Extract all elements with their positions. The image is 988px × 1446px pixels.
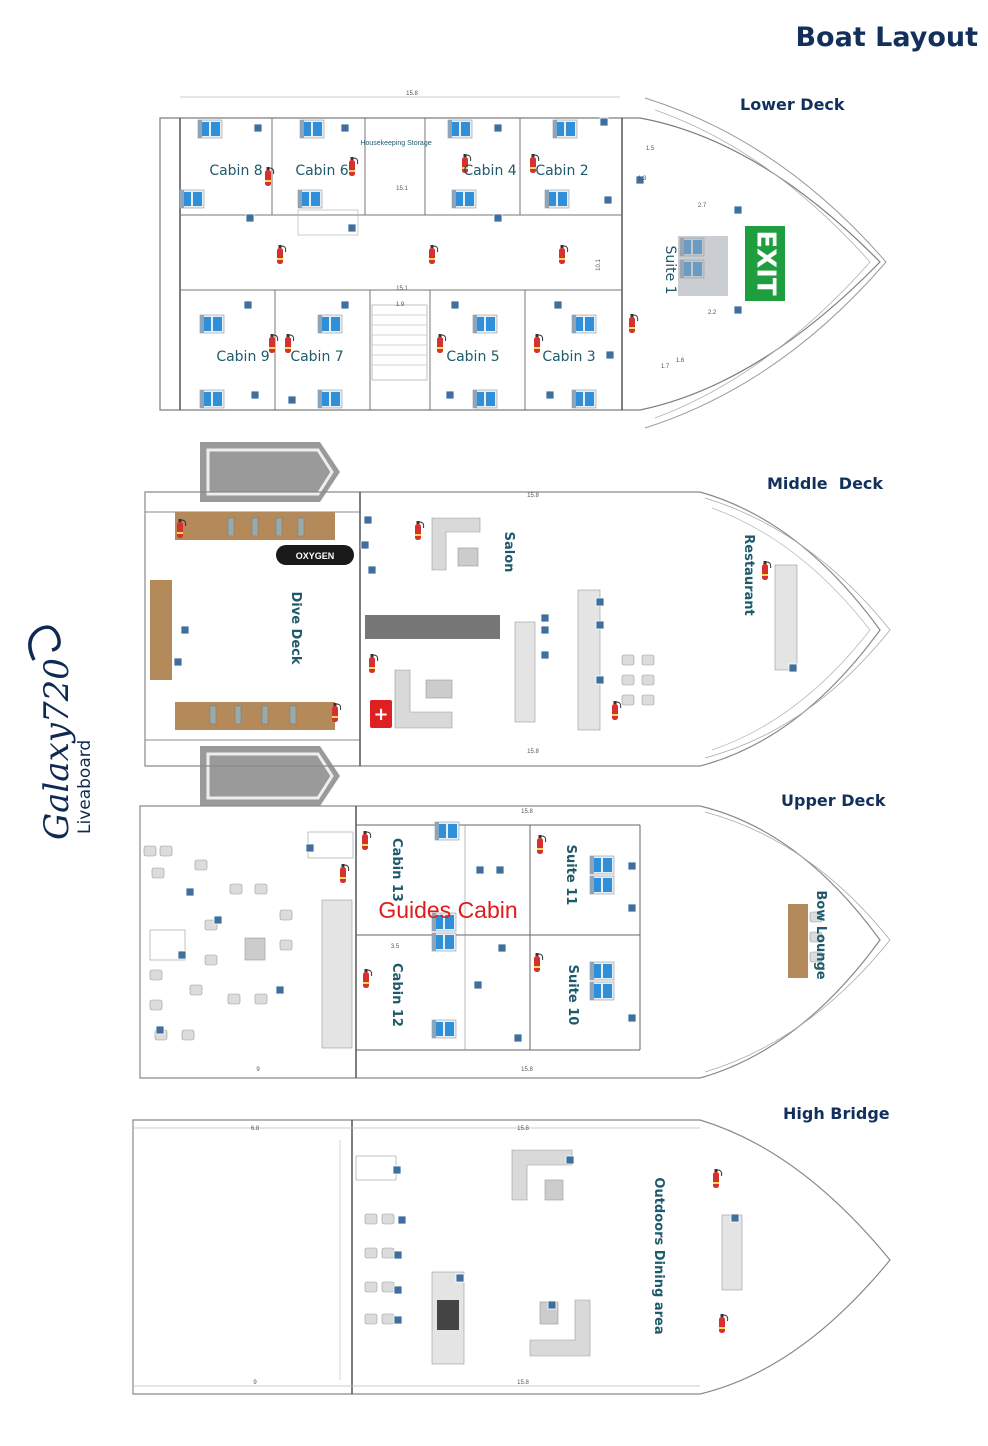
cabin-13-label: Cabin 13	[389, 838, 404, 902]
dim-upper-bottom: 15.8	[521, 1067, 533, 1073]
dim-lower-stair: 1.9	[396, 302, 405, 308]
cabin-5-label: Cabin 5	[446, 349, 499, 365]
cabin-3-label: Cabin 3	[542, 349, 595, 365]
lower-deck-title: Lower Deck	[740, 95, 845, 114]
cabin-4-label: Cabin 4	[463, 163, 516, 179]
galaxy720-logo: Galaxy720 Liveaboard	[28, 625, 95, 840]
dim-bridge-aft-top: 6.8	[251, 1126, 260, 1132]
dim-lower-c: 1.5	[646, 146, 655, 152]
restaurant-label: Restaurant	[741, 534, 756, 615]
dive-deck-label: Dive Deck	[288, 591, 303, 664]
dim-lower-width: 10.1	[596, 259, 602, 271]
dim-lower-b: 2.2	[708, 310, 717, 316]
cabin-6-label: Cabin 6	[295, 163, 348, 179]
dim-lower-a: 2.7	[698, 203, 707, 209]
guides-cabin-label: Guides Cabin	[378, 897, 517, 923]
suite-11-label: Suite 11	[563, 845, 578, 906]
dim-lower-e: 1.6	[676, 358, 685, 364]
dim-lower-corridor-top: 15.1	[396, 186, 408, 192]
brand-name: Galaxy720	[37, 658, 77, 840]
high-bridge-title: High Bridge	[783, 1104, 890, 1123]
suite-10-label: Suite 10	[565, 965, 580, 1026]
brand-subtitle: Liveaboard	[75, 740, 95, 834]
upper-deck-plan: Cabin 13 Suite 11 Cabin 12 Suite 10 Bow …	[139, 805, 891, 1079]
page-title: Boat Layout	[795, 22, 978, 53]
tender-boat-top	[200, 442, 340, 502]
dim-lower-length: 15.8	[406, 91, 418, 97]
cabin-8-label: Cabin 8	[209, 163, 262, 179]
dim-bridge-aft-bottom: 9	[253, 1380, 257, 1386]
cabin-9-label: Cabin 9	[216, 349, 269, 365]
cabin-12-label: Cabin 12	[389, 963, 404, 1027]
outdoors-dining-label: Outdoors Dining area	[651, 1177, 666, 1334]
high-bridge-plan: Outdoors Dining area 6.8 15.8 9 15.8	[132, 1119, 891, 1395]
bow-lounge-label: Bow Lounge	[813, 890, 828, 979]
dim-bridge-top: 15.8	[517, 1126, 529, 1132]
oxygen-tank	[276, 545, 354, 565]
svg-text:+: +	[373, 704, 388, 725]
exit-label: EXIT	[751, 230, 781, 295]
dim-lower-d: 1.3	[638, 176, 647, 182]
lower-deck-plan: EXIT Cabin 8 Cabin 6 Cabin 4 Cabin 2 Cab…	[159, 91, 887, 429]
dim-upper-guides: 3.5	[391, 944, 400, 950]
dim-lower-f: 1.7	[661, 364, 670, 370]
housekeeping-label: Housekeeping Storage	[360, 140, 431, 147]
tender-boat-bottom	[200, 746, 340, 806]
upper-deck-title: Upper Deck	[781, 791, 886, 810]
cabin-7-label: Cabin 7	[290, 349, 343, 365]
dim-upper-top: 15.8	[521, 809, 533, 815]
dim-middle-top: 15.8	[527, 493, 539, 499]
dim-bridge-bottom: 15.8	[517, 1380, 529, 1386]
first-aid-icon	[370, 700, 392, 728]
suite-1-label: Suite 1	[662, 245, 678, 294]
dim-upper-aft: 9	[256, 1067, 260, 1073]
middle-deck-title: Middle Deck	[767, 474, 884, 493]
middle-deck-plan: OXYGEN + Salon Restaurant	[144, 442, 891, 806]
dim-lower-corridor-bottom: 15.1	[396, 286, 408, 292]
dim-middle-bottom: 15.8	[527, 749, 539, 755]
exit-sign	[745, 226, 785, 301]
oxygen-label: OXYGEN	[296, 551, 335, 561]
salon-label: Salon	[501, 532, 516, 573]
cabin-2-label: Cabin 2	[535, 163, 588, 179]
